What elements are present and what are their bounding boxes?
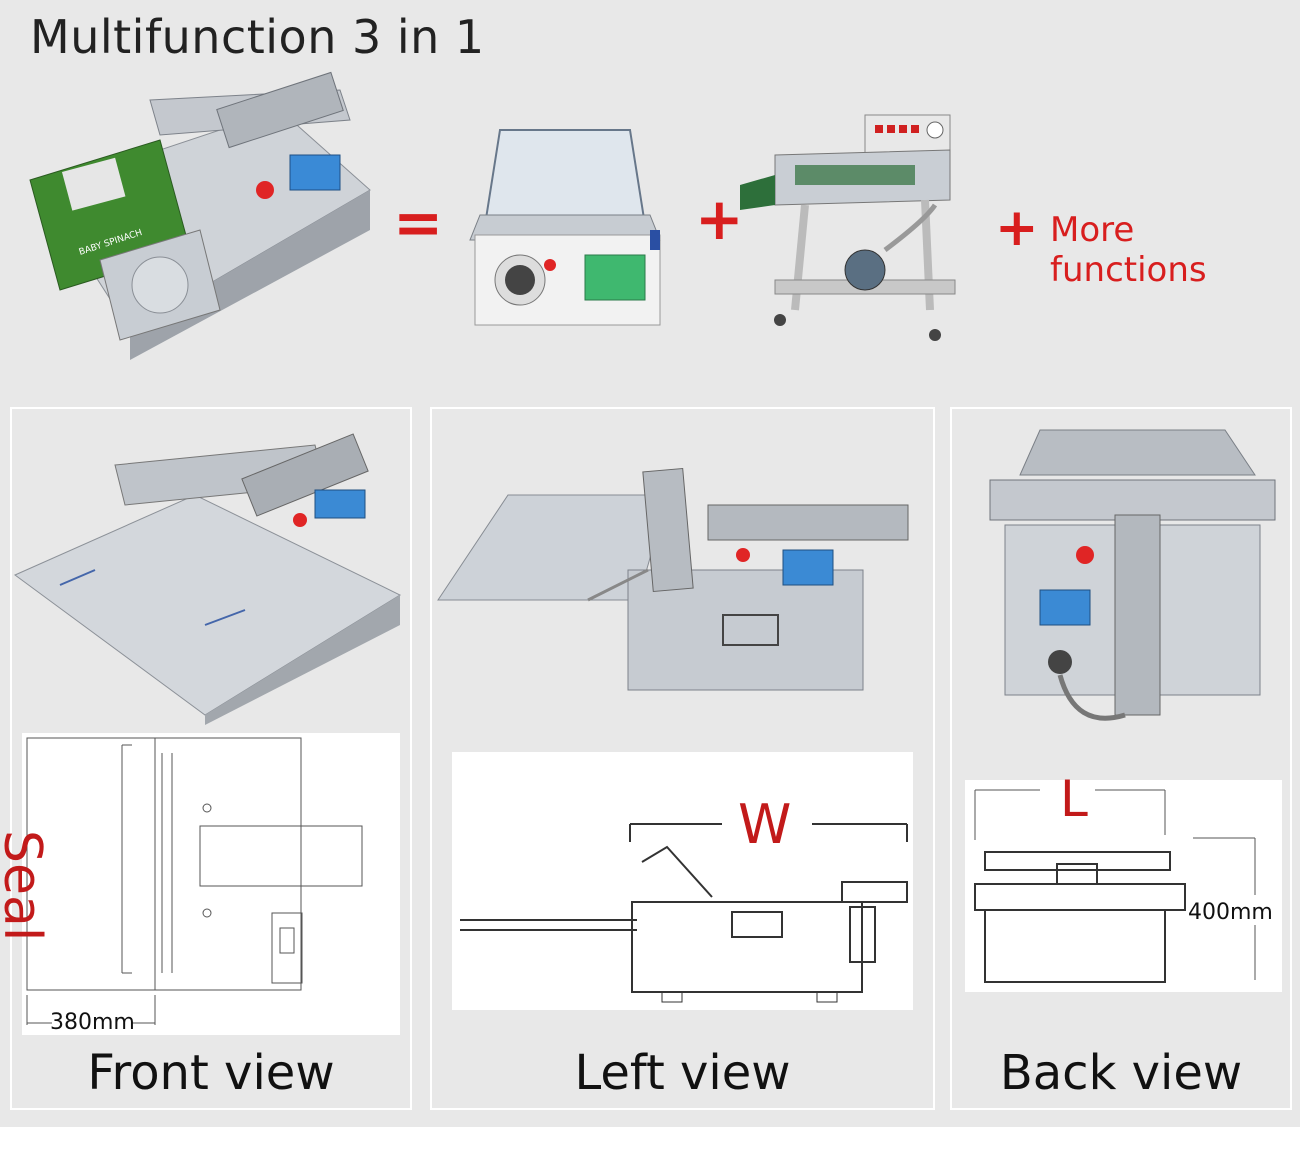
left-view-drawing (452, 752, 913, 1010)
left-view-photo (437, 467, 909, 691)
vacuum-chamber-image (469, 129, 661, 326)
back-view-photo (989, 429, 1276, 721)
front-view-photo (14, 433, 402, 725)
multifunction-sealer-image: BABY SPINACH (29, 71, 371, 360)
front-dimension: 380mm (50, 1010, 135, 1035)
more-functions-label: More functions (1050, 210, 1207, 290)
seal-label: Seal (0, 830, 52, 942)
back-dimension: 400mm (1188, 900, 1273, 925)
front-view-caption: Front view (87, 1045, 335, 1101)
band-sealer-image (740, 114, 956, 341)
equals-sign: = (393, 188, 444, 258)
plus-sign-2: + (995, 198, 1039, 258)
page-title: Multifunction 3 in 1 (30, 10, 485, 64)
length-label: L (1060, 770, 1088, 828)
left-view-caption: Left view (574, 1045, 791, 1101)
width-label: W (738, 793, 792, 856)
plus-sign-1: + (695, 185, 744, 253)
back-view-schematic (974, 789, 1256, 983)
back-view-drawing (965, 780, 1282, 992)
front-view-drawing (22, 733, 400, 1035)
left-view-schematic (460, 823, 908, 1003)
back-view-caption: Back view (999, 1045, 1243, 1101)
front-view-schematic (26, 737, 363, 1025)
